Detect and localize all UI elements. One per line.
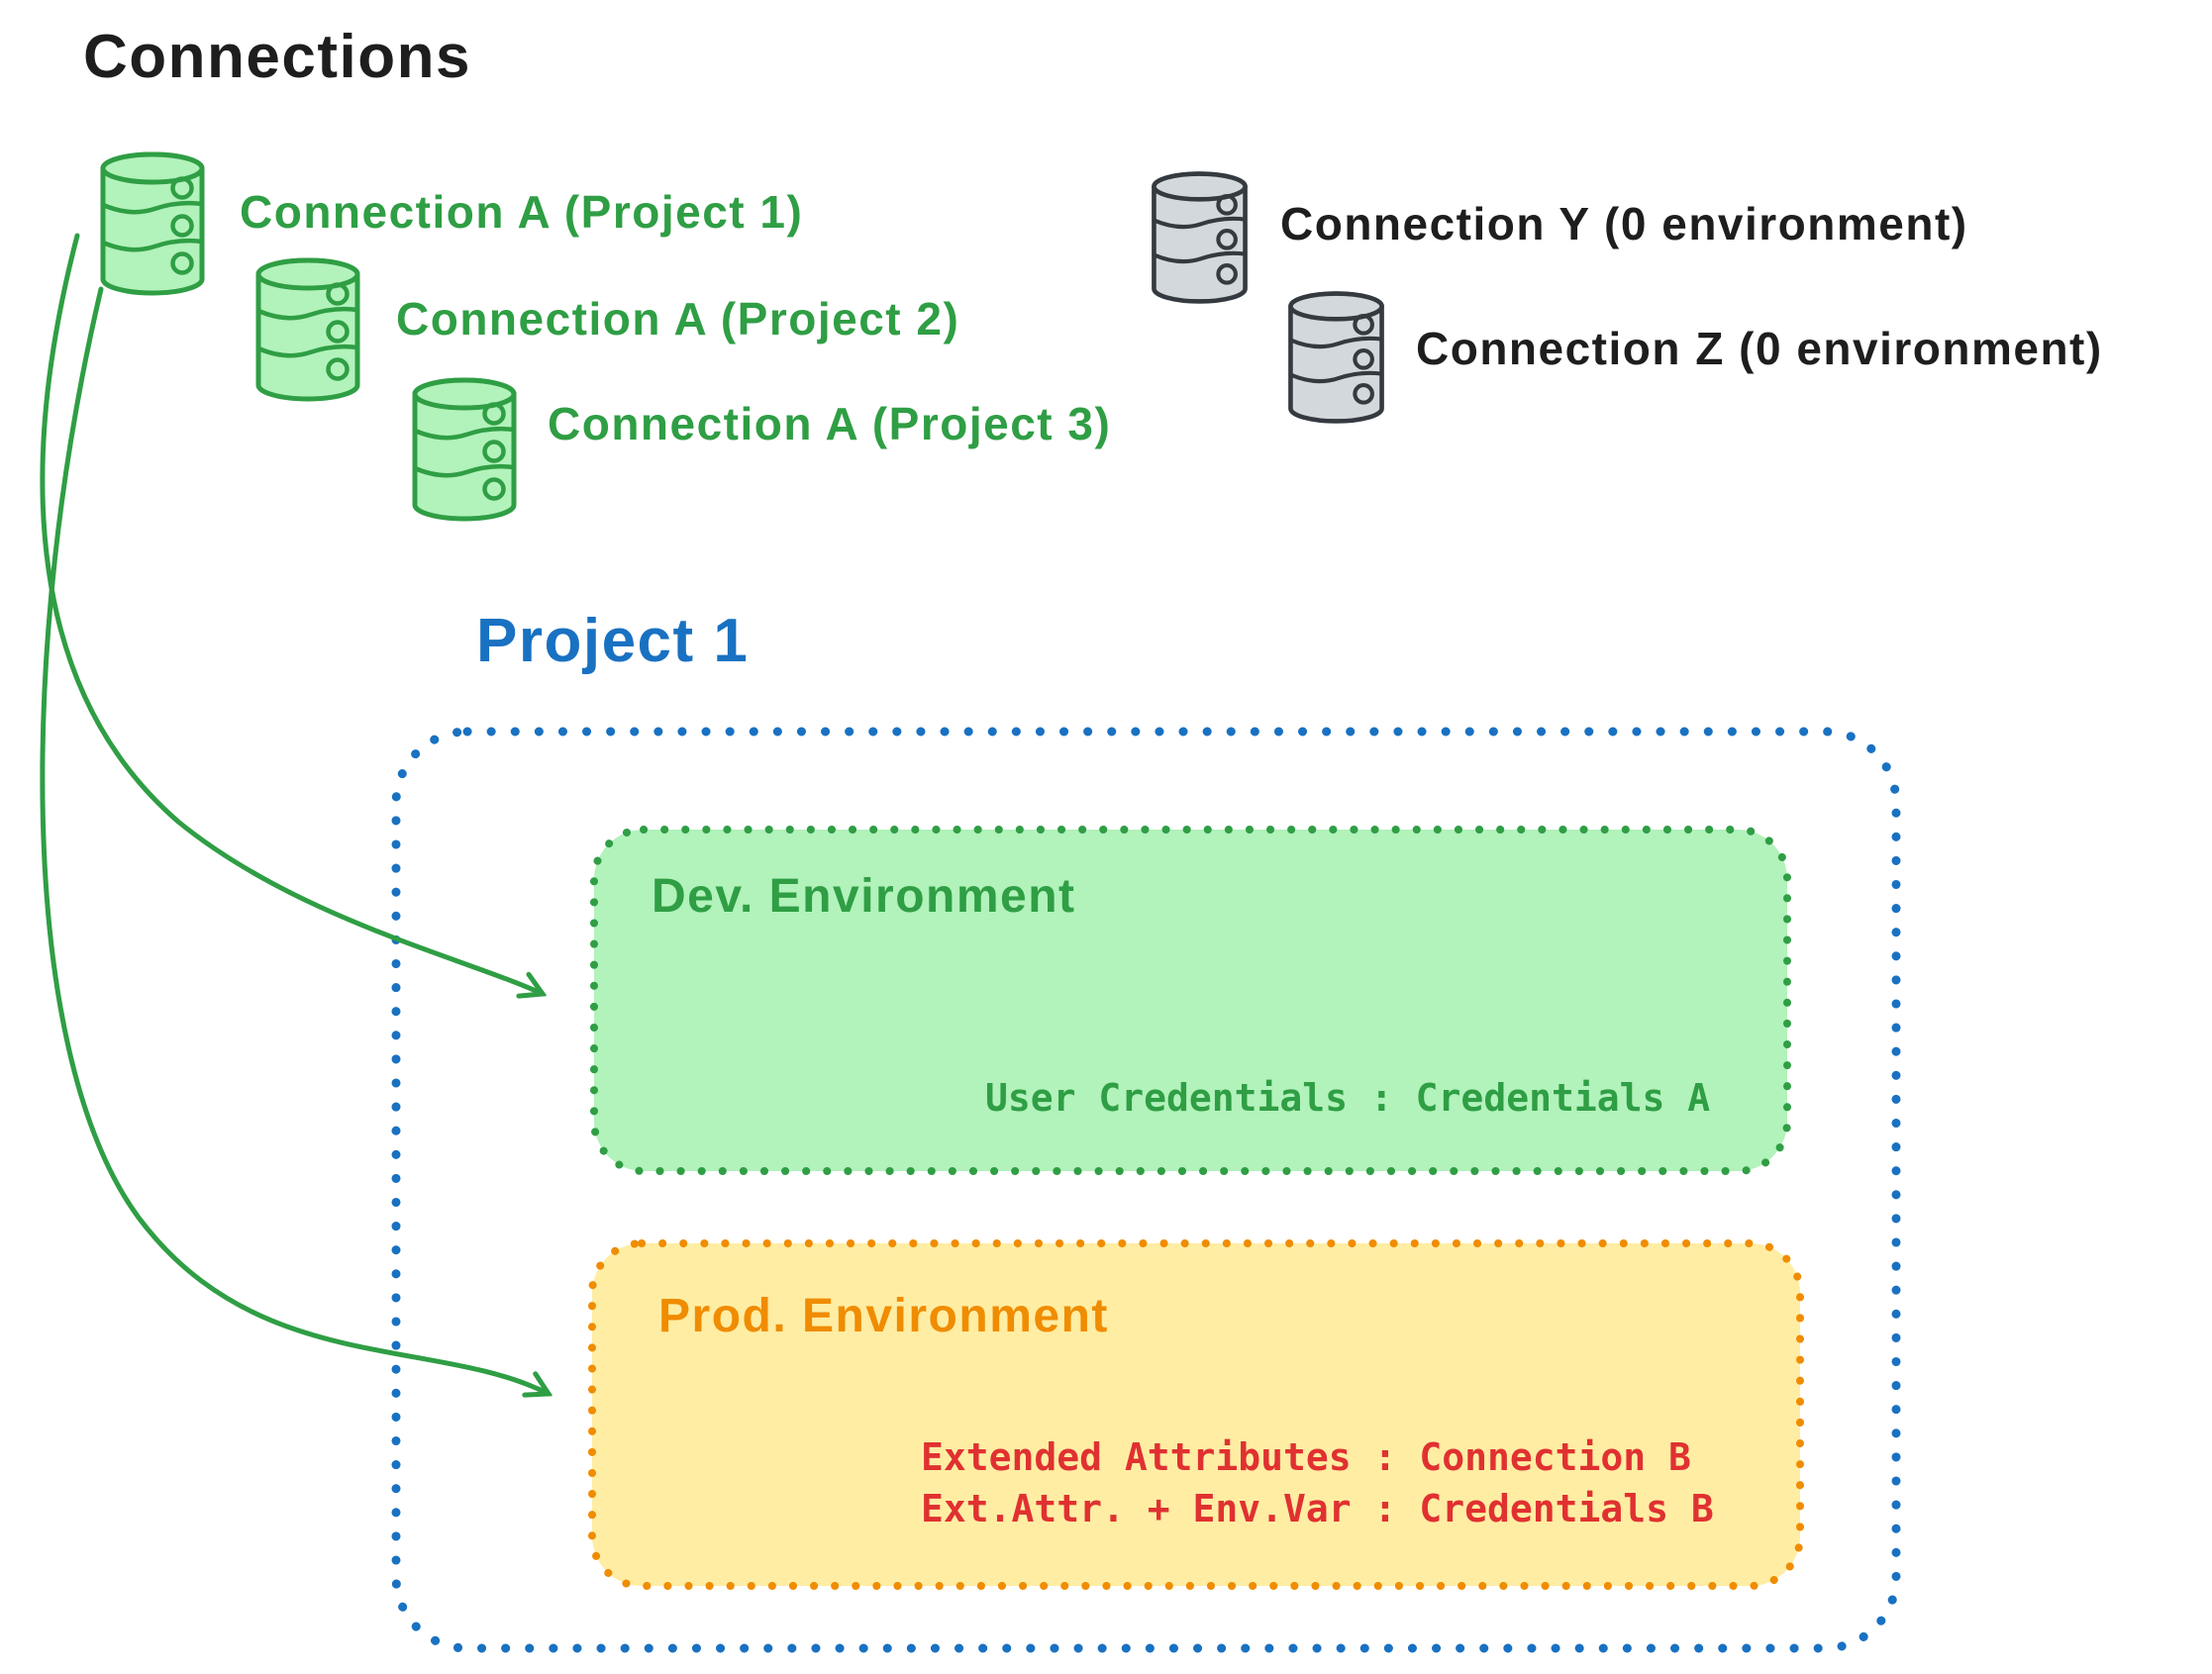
connection-a-project2-label: Connection A (Project 2) <box>396 293 960 345</box>
prod-environment-title: Prod. Environment <box>658 1290 1109 1342</box>
connection-z-label: Connection Z (0 environment) <box>1416 323 2103 374</box>
connection-y-label: Connection Y (0 environment) <box>1280 198 1968 249</box>
arrow-connection-a-to-prod <box>40 286 549 1394</box>
database-icon-connection-y <box>1154 173 1246 302</box>
prod-environment-box <box>588 1239 1804 1590</box>
connection-a-project3-label: Connection A (Project 3) <box>548 398 1112 449</box>
page-title: Connections <box>83 23 471 91</box>
dev-environment-title: Dev. Environment <box>652 870 1076 923</box>
project1-title: Project 1 <box>476 607 750 675</box>
prod-mapping-extended-attributes: Extended Attributes : Connection B <box>921 1435 1691 1479</box>
prod-credentials-mappings: Extended Attributes : Connection B Ext.A… <box>921 1431 1714 1535</box>
dev-environment-box <box>590 826 1791 1175</box>
database-icon-connection-z <box>1290 293 1382 422</box>
project1-container-box <box>391 727 1901 1653</box>
dev-credentials-mapping: User Credentials : Credentials A <box>985 1076 1711 1120</box>
database-icon-connection-a-project2 <box>258 260 357 399</box>
database-icon-connection-a-project1 <box>103 154 202 293</box>
database-icon-connection-a-project3 <box>415 380 514 519</box>
prod-mapping-env-var: Ext.Attr. + Env.Var : Credentials B <box>921 1487 1714 1531</box>
arrow-connection-a-to-dev <box>40 233 543 994</box>
connection-a-project1-label: Connection A (Project 1) <box>240 186 804 238</box>
